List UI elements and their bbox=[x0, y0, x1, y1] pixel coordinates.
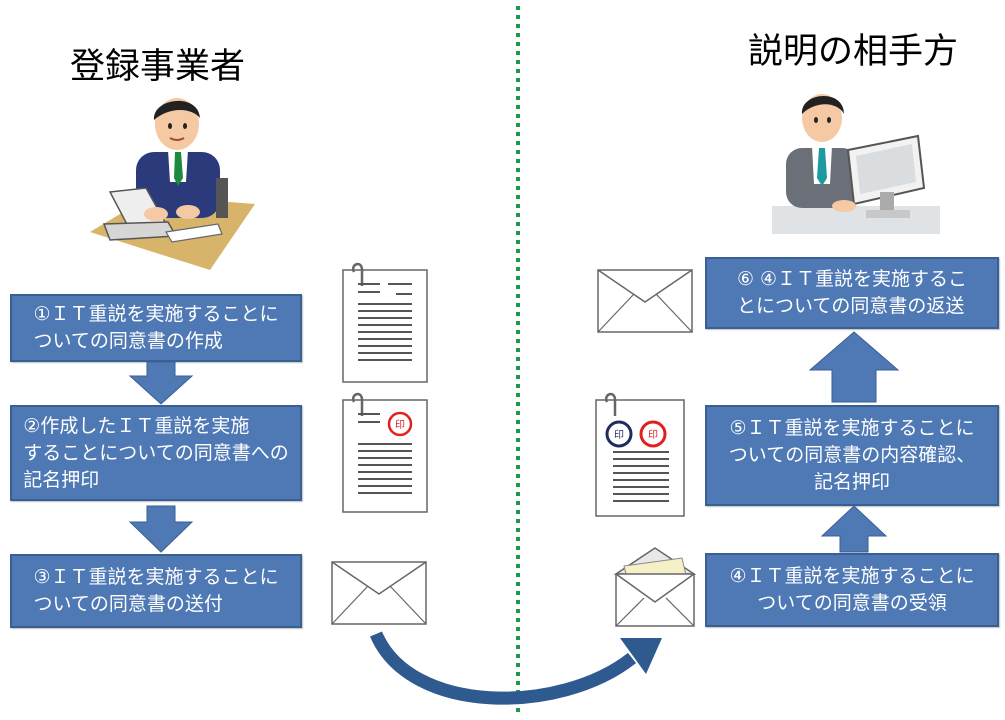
step-1-box: ①ＩＴ重説を実施することに ついての同意書の作成 bbox=[10, 294, 302, 362]
navy-seal-stamp-icon bbox=[605, 420, 633, 448]
step-1-label: ①ＩＴ重説を実施することに ついての同意書の作成 bbox=[33, 303, 279, 352]
step-5-label: ⑤ＩＴ重説を実施することに ついての同意書の内容確認、 記名押印 bbox=[728, 417, 976, 493]
step-6-box: ⑥ ④ＩＴ重説を実施するこ とについての同意書の返送 bbox=[705, 257, 999, 329]
transfer-arrow bbox=[370, 631, 662, 705]
stamped-document-icon: 印 bbox=[342, 392, 428, 513]
left-party-title: 登録事業者 bbox=[70, 47, 246, 87]
up-arrow-4-5 bbox=[820, 505, 888, 553]
step-6-label: ⑥ ④ＩＴ重説を実施するこ とについての同意書の返送 bbox=[736, 268, 968, 317]
right-party-title: 説明の相手方 bbox=[748, 32, 959, 72]
consent-document-icon bbox=[342, 262, 428, 383]
step-2-box: ②作成したＩＴ重説を実施 することについての同意書への 記名押印 bbox=[10, 405, 302, 501]
step-3-box: ③ＩＴ重説を実施することに ついての同意書の送付 bbox=[10, 554, 302, 628]
stamp-label: 印 bbox=[395, 419, 405, 431]
return-envelope-icon bbox=[597, 269, 693, 333]
red-seal-stamp-icon bbox=[387, 411, 413, 437]
opened-envelope-icon bbox=[613, 547, 697, 627]
step-4-box: ④ＩＴ重説を実施することに ついての同意書の受領 bbox=[705, 553, 999, 627]
step-2-label: ②作成したＩＴ重説を実施 することについての同意書への 記名押印 bbox=[23, 414, 289, 491]
down-arrow-2-3 bbox=[128, 505, 194, 553]
stamp-label-navy: 印 bbox=[614, 429, 624, 441]
up-arrow-5-6 bbox=[808, 331, 900, 403]
envelope-icon bbox=[331, 561, 427, 625]
red-seal-stamp-icon-2 bbox=[639, 420, 667, 448]
office-worker-desktop-illustration bbox=[772, 94, 940, 234]
office-worker-laptop-illustration bbox=[90, 98, 255, 270]
step-3-label: ③ＩＴ重説を実施することに ついての同意書の送付 bbox=[33, 566, 279, 615]
step-5-box: ⑤ＩＴ重説を実施することに ついての同意書の内容確認、 記名押印 bbox=[705, 405, 999, 506]
double-stamped-document-icon: 印 印 bbox=[595, 392, 685, 517]
step-4-label: ④ＩＴ重説を実施することに ついての同意書の受領 bbox=[729, 565, 975, 614]
down-arrow-1-2 bbox=[128, 361, 194, 405]
stamp-label-red: 印 bbox=[648, 429, 658, 441]
